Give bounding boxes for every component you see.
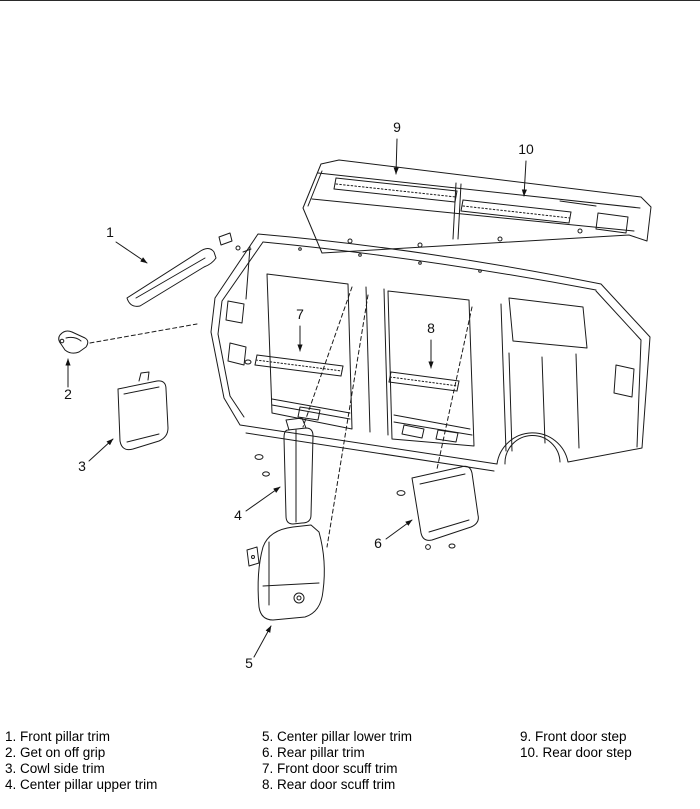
- callout-5: 5: [245, 655, 253, 671]
- front-door-step-part: [333, 177, 458, 203]
- legend-item-10: 10. Rear door step: [520, 745, 632, 760]
- legend-item-2: 2. Get on off grip: [5, 745, 106, 760]
- legend-item-4: 4. Center pillar upper trim: [5, 777, 158, 792]
- legend-column-1: 1. Front pillar trim 2. Get on off grip …: [5, 729, 262, 793]
- front-door-scuff-trim-part: [244, 354, 344, 377]
- callout-4: 4: [234, 507, 242, 523]
- legend-column-3: 9. Front door step 10. Rear door step: [520, 729, 700, 761]
- legend-item-5: 5. Center pillar lower trim: [262, 729, 413, 744]
- legend-column-2: 5. Center pillar lower trim 6. Rear pill…: [262, 729, 520, 793]
- get-on-off-grip-part: [58, 330, 89, 354]
- callout-2: 2: [64, 386, 72, 402]
- projection-lines: [89, 286, 473, 548]
- front-pillar-trim-part: [126, 232, 252, 307]
- exploded-diagram-svg: 1 2 3 4 5 6 7 8 9 10: [58, 119, 652, 671]
- legend-item-3: 3. Cowl side trim: [5, 761, 105, 776]
- callout-leader-lines: [65, 138, 527, 658]
- door-step-sill-assembly: [302, 159, 652, 254]
- legend-item-8: 8. Rear door scuff trim: [262, 777, 396, 792]
- exploded-parts-figure: 1 2 3 4 5 6 7 8 9 10: [0, 1, 700, 723]
- callout-3: 3: [78, 458, 86, 474]
- callout-8: 8: [427, 320, 435, 336]
- legend-item-9: 9. Front door step: [520, 729, 627, 744]
- rear-pillar-trim-part: [396, 465, 479, 550]
- callout-10: 10: [518, 141, 534, 157]
- rear-door-step-part: [460, 199, 572, 224]
- callout-1: 1: [106, 224, 114, 240]
- legend-item-6: 6. Rear pillar trim: [262, 745, 365, 760]
- callout-9: 9: [393, 119, 401, 135]
- page-top-rule: [0, 0, 700, 1]
- center-pillar-lower-trim-part: [246, 524, 325, 621]
- callout-numbers: 1 2 3 4 5 6 7 8 9 10: [64, 119, 534, 671]
- rear-door-scuff-trim-part: [388, 371, 460, 392]
- legend: 1. Front pillar trim 2. Get on off grip …: [0, 723, 700, 793]
- legend-item-7: 7. Front door scuff trim: [262, 761, 398, 776]
- callout-6: 6: [374, 535, 382, 551]
- legend-item-1: 1. Front pillar trim: [5, 729, 111, 744]
- callout-7: 7: [296, 306, 304, 322]
- car-body-shell: [210, 233, 651, 472]
- cowl-side-trim-part: [117, 371, 169, 451]
- center-pillar-upper-trim-part: [254, 417, 314, 525]
